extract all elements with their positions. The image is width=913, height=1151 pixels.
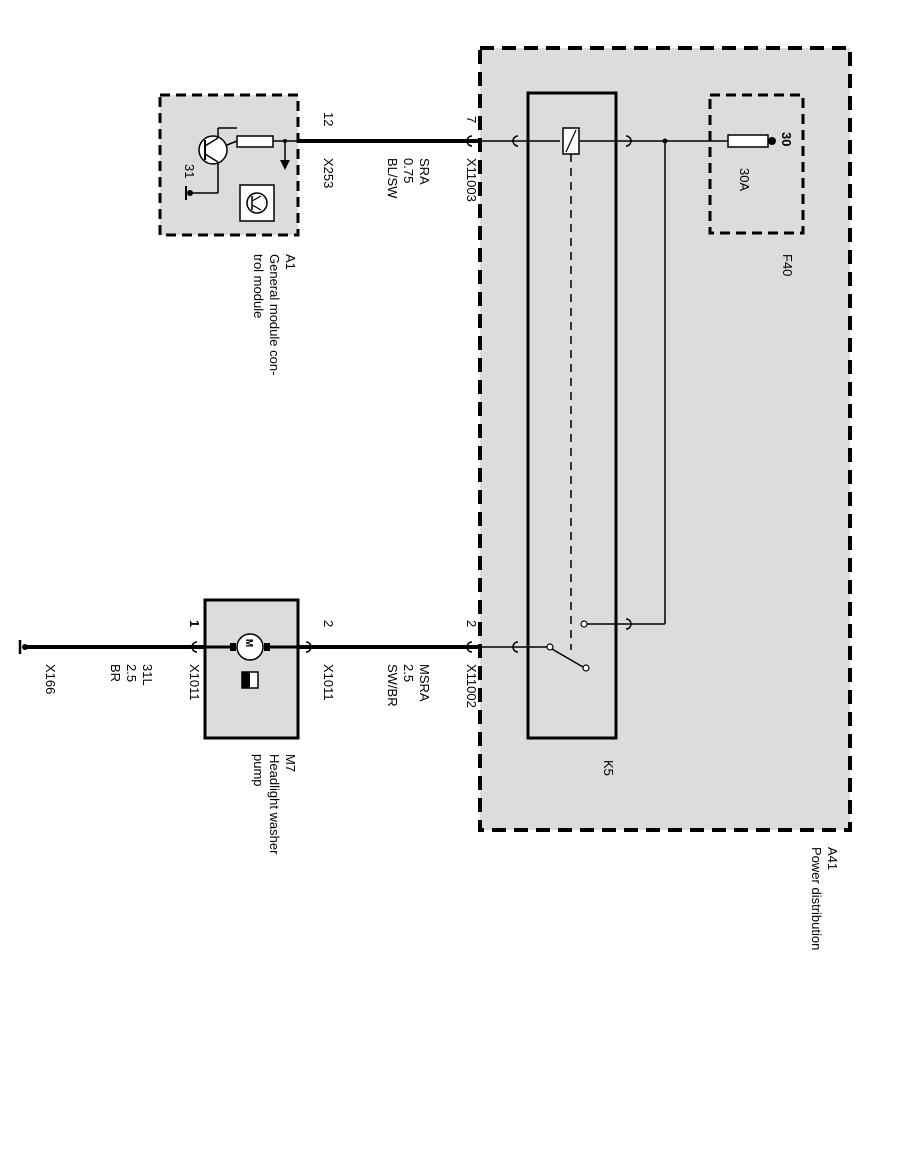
bottom-connector-a41: X11002 [464, 664, 479, 708]
m7-washer-pump-box [203, 598, 300, 740]
bottom-wire-size: 2.5 [401, 664, 416, 682]
ground-x166-dot [22, 644, 28, 650]
top-wire-color: BL/SW [385, 158, 400, 199]
m7-connector-bottom: X1011 [187, 664, 202, 701]
m7-id: M7 [283, 754, 298, 772]
fuse-rating: 30A [737, 168, 752, 191]
a1-general-module-box [158, 93, 300, 237]
relay-switch-contact [551, 648, 584, 668]
terminal-30-dot [768, 137, 776, 145]
motor-icon [236, 633, 264, 661]
ground-wire-name: 31L [140, 664, 155, 686]
module-chip-icon [239, 184, 275, 222]
a1-name-line2: trol module [251, 254, 266, 318]
ground-dot [187, 190, 193, 196]
top-wire-name: SRA [417, 158, 432, 185]
ground-wire-size: 2.5 [124, 664, 139, 682]
bottom-wire-color: SW/BR [385, 664, 400, 707]
fuse-terminal: 30 [779, 132, 794, 146]
bottom-pin-a41: 2 [464, 620, 479, 627]
connector-arc [625, 135, 632, 147]
top-connector-left: X253 [321, 158, 336, 188]
a1-id: A1 [283, 254, 298, 270]
bottom-wire-name: MSRA [417, 664, 432, 702]
connector-arc [512, 135, 519, 147]
m7-connector-top: X1011 [321, 664, 336, 701]
a41-name: Power distribution [809, 847, 824, 950]
motor-symbol-letter: M [243, 639, 254, 647]
fuse-id: F40 [780, 254, 795, 276]
ground-wire-color: BR [108, 664, 123, 682]
k5-relay-box [526, 91, 618, 740]
m7-pin-top: 2 [321, 620, 336, 627]
relay-id: K5 [601, 760, 616, 776]
a1-name-line1: General module con- [267, 254, 282, 375]
a1-ground-terminal: 31 [182, 164, 197, 178]
m7-name-line1: Headlight washer [267, 754, 282, 855]
top-wire-size: 0.75 [401, 158, 416, 183]
ground-connector: X166 [43, 664, 58, 694]
top-pin-right: 7 [464, 116, 479, 123]
a41-id: A41 [825, 847, 840, 870]
fuse-symbol [727, 134, 769, 148]
resistor-symbol [236, 135, 274, 148]
f40-fuse-box [708, 93, 805, 235]
m7-name-line2: pump [251, 754, 266, 787]
top-pin-left: 12 [321, 112, 336, 126]
m7-pin-bottom: 1 [187, 620, 202, 627]
top-connector-right: X11003 [464, 158, 479, 202]
